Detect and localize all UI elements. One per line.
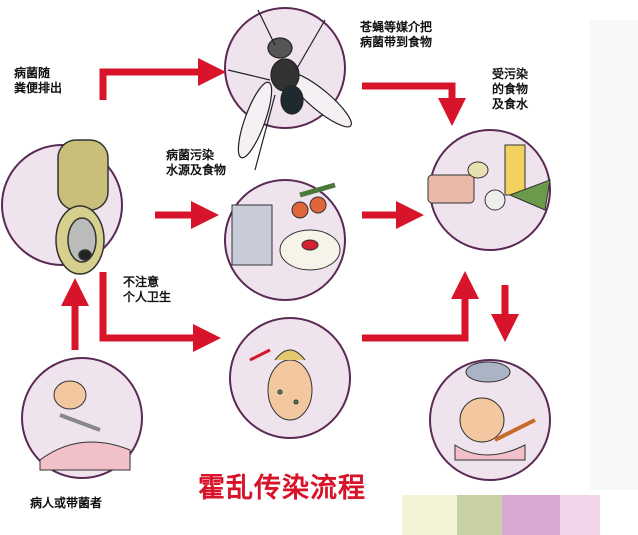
label-excreted: 病菌随 粪便排出 [14, 66, 63, 95]
sick-person-icon [454, 361, 536, 461]
arrow-toilet-to-hygiene [99, 272, 221, 352]
fly-icon [227, 9, 352, 171]
color-block [402, 495, 457, 535]
toilet-icon [55, 139, 109, 275]
person-icon [249, 348, 313, 421]
label-water-source: 病菌污染 水源及食物 [166, 148, 227, 177]
diagram-title: 霍乱传染流程 [198, 473, 366, 504]
background-block [590, 20, 638, 490]
label-patient: 病人或带菌者 [30, 496, 103, 510]
arrow-hygiene-to-food [362, 271, 479, 342]
label-hygiene: 不注意 个人卫生 [123, 275, 172, 304]
arrow-toilet-to-fly [99, 58, 226, 100]
arrow-fly-to-food [362, 82, 466, 126]
color-block [502, 495, 560, 535]
label-contaminated-food: 受污染 的食物 及食水 [492, 67, 529, 111]
label-fly: 苍蝇等媒介把 病菌带到食物 [360, 20, 433, 49]
patient-icon [39, 380, 131, 471]
contaminated-food-icon [427, 144, 551, 211]
food-icon [231, 182, 341, 271]
color-block [560, 495, 600, 535]
color-block [457, 495, 502, 535]
